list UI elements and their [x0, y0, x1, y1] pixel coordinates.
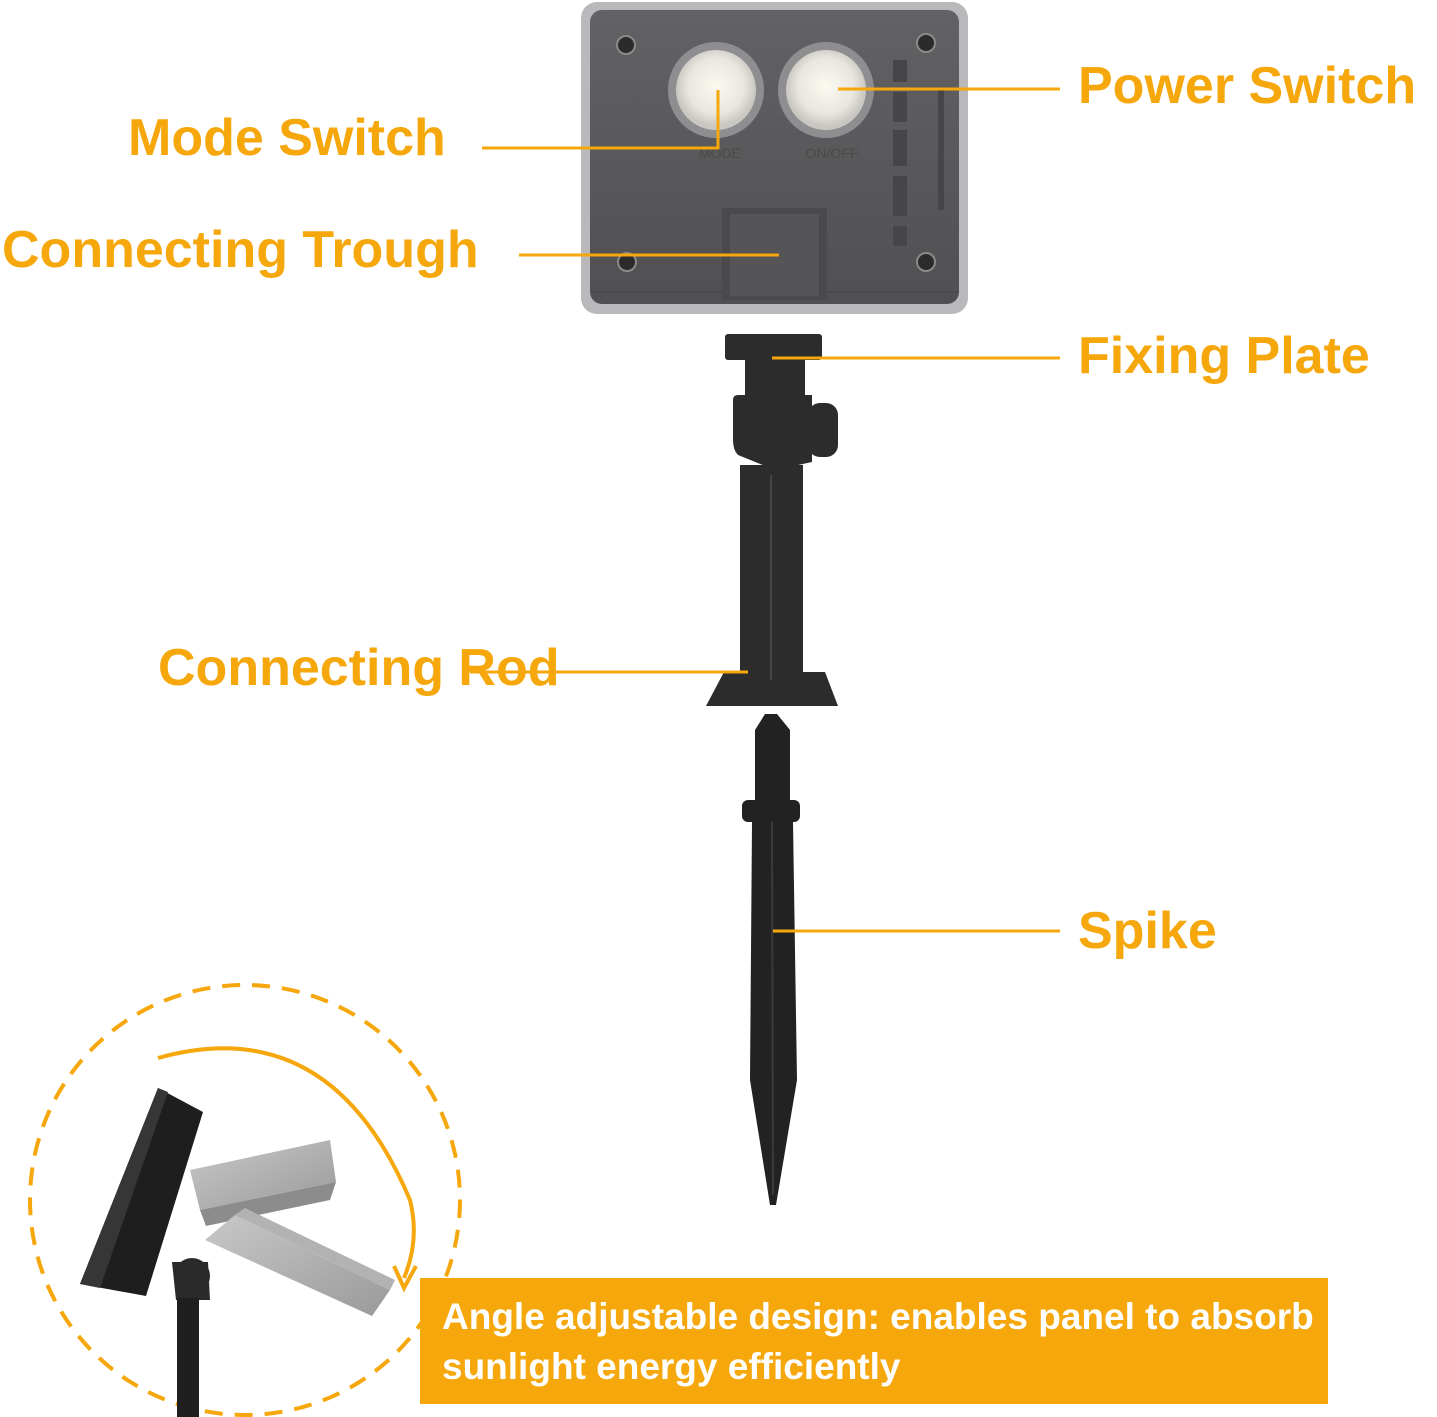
power-switch-label: Power Switch	[1078, 57, 1417, 115]
adjust-knob-icon	[808, 403, 838, 457]
connecting-rod	[706, 334, 838, 706]
leader-lines	[470, 87, 1060, 933]
rod-base-icon	[706, 672, 838, 706]
angle-adjust-banner: Angle adjustable design: enables panel t…	[420, 1278, 1328, 1404]
banner-text: Angle adjustable design: enables panel t…	[442, 1296, 1314, 1387]
fixing-plate-icon	[725, 334, 822, 360]
connecting-rod-label: Connecting Rod	[158, 639, 560, 697]
arrow-head-icon	[392, 1265, 418, 1293]
screw-icon	[616, 33, 936, 272]
power-button-icon	[778, 42, 874, 138]
control-box: MODE ON/OFF	[581, 2, 968, 314]
mode-button-icon	[668, 42, 764, 138]
side-markings-icon	[893, 60, 944, 246]
rotation-arrow-icon	[157, 1046, 416, 1279]
spike-icon	[742, 714, 800, 1205]
mode-switch-label: Mode Switch	[128, 109, 446, 167]
ghost-panel-2	[205, 1215, 390, 1316]
fixing-plate-label: Fixing Plate	[1078, 327, 1370, 385]
inset-pole-icon	[177, 1298, 199, 1417]
spike-label: Spike	[1078, 902, 1217, 960]
angle-adjust-inset	[28, 983, 462, 1417]
leader-mode	[482, 90, 720, 150]
inset-dashed-circle	[28, 983, 462, 1417]
ghost-panel-1	[190, 1140, 336, 1210]
connecting-trough-label: Connecting Trough	[2, 221, 479, 279]
power-marking: ON/OFF	[806, 145, 859, 161]
